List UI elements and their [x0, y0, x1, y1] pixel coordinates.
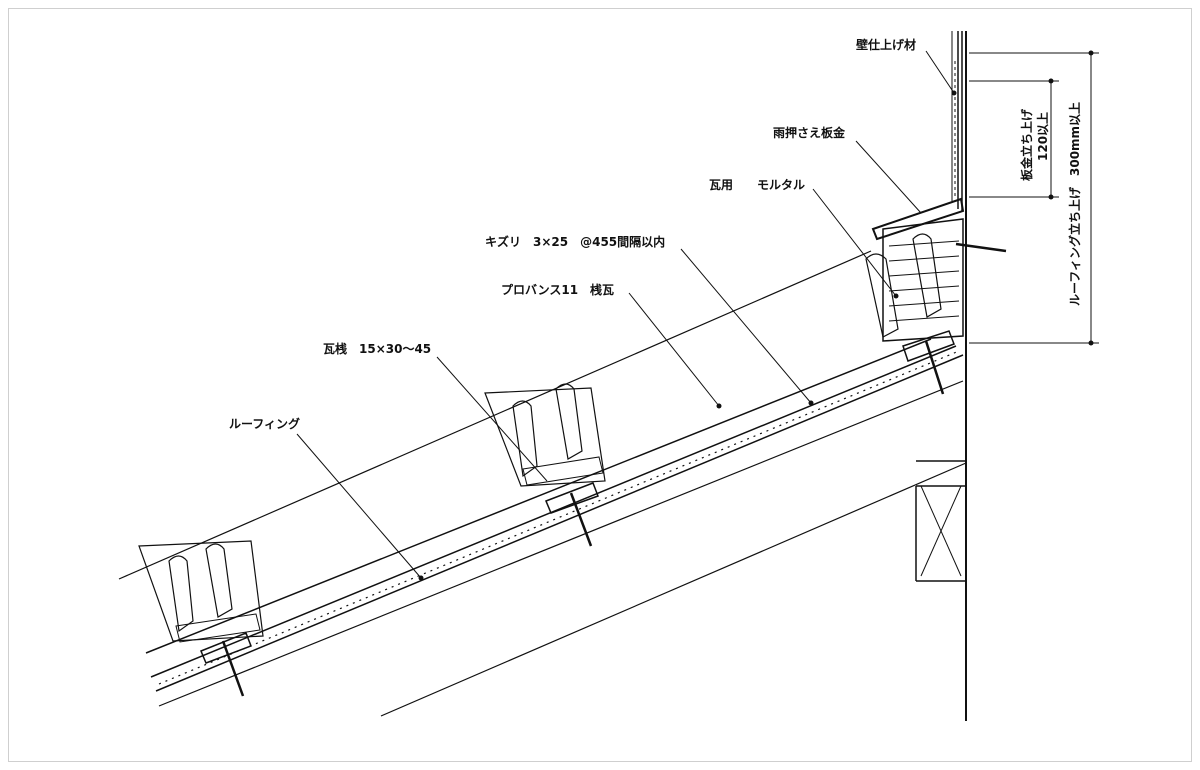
label-tile: プロバンス11 桟瓦	[501, 282, 614, 297]
roof-wall-section-diagram: 壁仕上げ材 雨押さえ板金 瓦用 モルタル キズリ 3×25 @455間隔以内 プ…	[118, 31, 1099, 721]
label-roofing-rise-value: 300mm以上	[1067, 102, 1082, 176]
leader-lines	[296, 50, 957, 581]
tile-unit-3	[902, 330, 955, 395]
tile-unit-2	[484, 383, 606, 547]
label-mortar: 瓦用 モルタル	[709, 178, 805, 192]
tile-unit-1	[138, 540, 264, 697]
drawing-frame: 壁仕上げ材 雨押さえ板金 瓦用 モルタル キズリ 3×25 @455間隔以内 プ…	[8, 8, 1192, 762]
roof-structure	[118, 250, 967, 717]
label-roofing: ルーフィング	[229, 416, 300, 431]
label-batten: キズリ 3×25 @455間隔以内	[485, 234, 665, 249]
label-roofing-rise: ルーフィング立ち上げ	[1067, 186, 1082, 306]
label-wall-finish: 壁仕上げ材	[856, 37, 916, 52]
wall-framing	[915, 460, 966, 582]
label-sheet-rise: 板金立ち上げ	[1019, 108, 1034, 181]
flashing	[871, 197, 1007, 253]
wall	[951, 31, 967, 721]
ridge-mortar	[865, 218, 964, 342]
label-tile-batten: 瓦桟 15×30～45	[323, 341, 431, 356]
label-flashing: 雨押さえ板金	[773, 125, 846, 140]
dimension-lines	[969, 50, 1099, 346]
label-sheet-rise-value: 120以上	[1035, 112, 1050, 161]
